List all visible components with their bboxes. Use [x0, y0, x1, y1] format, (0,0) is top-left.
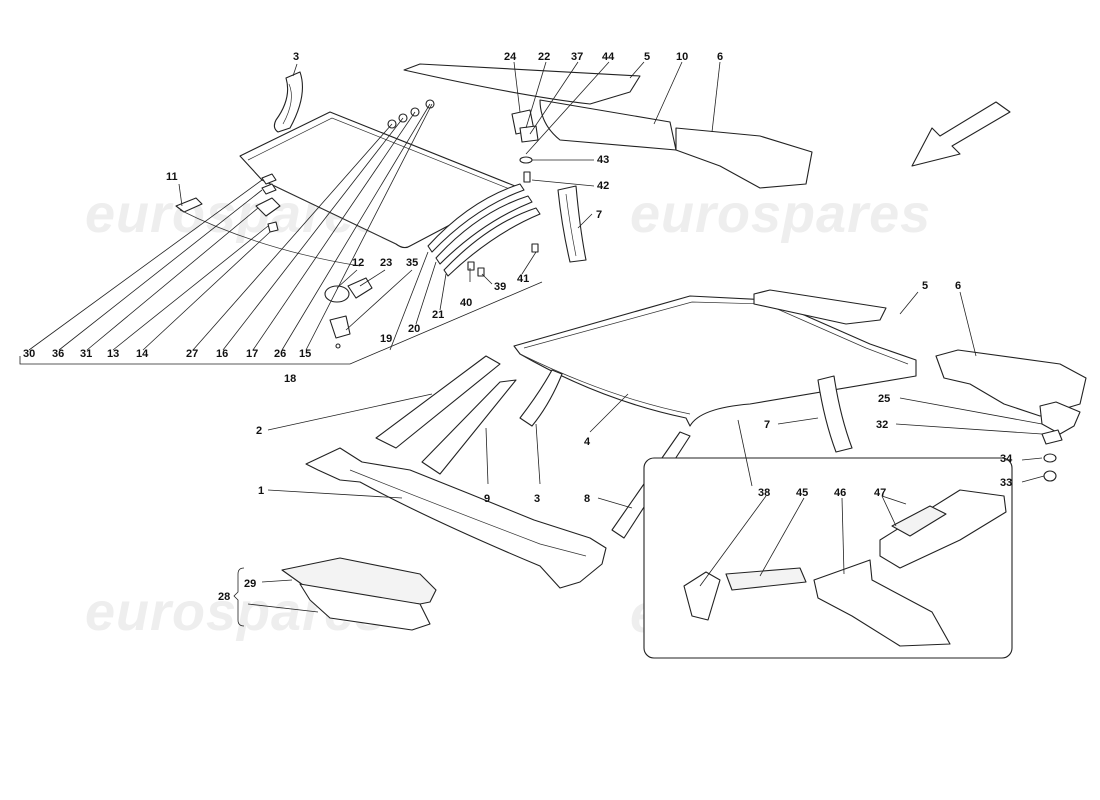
part-3-pillar-trim-main	[519, 369, 563, 427]
label-2: 2	[256, 425, 262, 437]
label-41: 41	[517, 273, 529, 285]
label-3a: 3	[293, 51, 299, 63]
part-31-bracket	[255, 197, 281, 217]
part-7-b-pillar-trim-top	[557, 185, 587, 263]
part-2-a-pillar-frame	[375, 355, 501, 449]
part-47-bracket	[879, 489, 1007, 569]
part-36-clip	[261, 183, 277, 195]
label-15: 15	[299, 348, 311, 360]
label-4: 4	[584, 436, 591, 448]
label-19: 19	[380, 333, 392, 345]
part-23-trim	[347, 277, 373, 299]
label-17: 17	[246, 348, 258, 360]
label-5a: 5	[644, 51, 650, 63]
label-26: 26	[274, 348, 286, 360]
label-37: 37	[571, 51, 583, 63]
label-46: 46	[834, 487, 846, 499]
label-39: 39	[494, 281, 506, 293]
label-30: 30	[23, 348, 35, 360]
group-28-brace	[233, 567, 245, 627]
part-20-seal	[435, 195, 533, 265]
label-25: 25	[878, 393, 890, 405]
part-38-bracket	[683, 571, 721, 621]
label-10: 10	[676, 51, 688, 63]
label-24: 24	[504, 51, 517, 63]
arrow-down-left-icon	[911, 101, 1011, 167]
label-14: 14	[136, 348, 149, 360]
part-6-trim-top	[675, 127, 813, 189]
part-35-screw	[335, 343, 341, 349]
label-7b: 7	[764, 419, 770, 431]
part-22-plate	[519, 125, 539, 143]
part-3-pillar-trim-top	[273, 71, 303, 133]
label-40: 40	[460, 297, 472, 309]
label-36: 36	[52, 348, 64, 360]
part-34-washer	[1043, 453, 1057, 463]
part-46-bracket	[813, 559, 951, 647]
part-33-nut	[1043, 470, 1057, 482]
label-12: 12	[352, 257, 364, 269]
part-10-trim-top	[539, 99, 677, 151]
part-32-pad	[1041, 429, 1063, 445]
label-45: 45	[796, 487, 808, 499]
part-1-windshield-frame	[305, 447, 607, 589]
label-27: 27	[186, 348, 198, 360]
part-42-screw	[523, 171, 531, 183]
label-32: 32	[876, 419, 888, 431]
detail-inset-frame	[643, 457, 1013, 659]
label-11: 11	[166, 171, 178, 183]
part-7-b-pillar-trim-main	[817, 375, 853, 453]
label-9: 9	[484, 493, 490, 505]
label-3b: 3	[534, 493, 540, 505]
label-21: 21	[432, 309, 444, 321]
label-35: 35	[406, 257, 418, 269]
part-40-screw	[467, 261, 475, 271]
label-7a: 7	[596, 209, 602, 221]
label-29: 29	[244, 578, 256, 590]
part-9-a-pillar-trim	[421, 379, 517, 475]
label-33: 33	[1000, 477, 1012, 489]
label-43: 43	[597, 154, 609, 166]
part-45-plate	[725, 567, 807, 591]
label-28: 28	[218, 591, 230, 603]
label-38: 38	[758, 487, 770, 499]
label-6a: 6	[717, 51, 723, 63]
label-1: 1	[258, 485, 264, 497]
callout-labels: 3 24 22 37 44 5 10 6 11 43 42 7 12 23 35…	[23, 51, 1013, 603]
label-5b: 5	[922, 280, 928, 292]
part-13-screw	[267, 221, 279, 233]
part-28-cover-set	[299, 583, 431, 631]
label-16: 16	[216, 348, 228, 360]
part-11-bracket	[175, 197, 361, 267]
watermark-top-right: eurospares	[630, 184, 931, 244]
label-42: 42	[597, 180, 609, 192]
label-22: 22	[538, 51, 550, 63]
label-13: 13	[107, 348, 119, 360]
part-43-washer	[519, 156, 533, 164]
group-18-bracket	[19, 281, 543, 365]
label-20: 20	[408, 323, 420, 335]
part-5-trim-main	[753, 289, 887, 325]
leader-lines-main	[247, 291, 1045, 613]
part-21-seal	[443, 207, 541, 277]
part-25-bracket	[1039, 401, 1081, 435]
part-41-screw	[531, 243, 539, 253]
part-15-bracket	[329, 315, 351, 339]
leader-lines-top-left	[28, 61, 721, 351]
label-23: 23	[380, 257, 392, 269]
label-31: 31	[80, 348, 92, 360]
part-19-seal	[427, 183, 525, 253]
label-18: 18	[284, 373, 296, 385]
label-8: 8	[584, 493, 590, 505]
label-47: 47	[874, 487, 886, 499]
label-34: 34	[1000, 453, 1013, 465]
label-44: 44	[602, 51, 615, 63]
part-5-trim-top	[403, 63, 641, 105]
part-30-clip	[261, 173, 277, 185]
part-12-cap	[324, 285, 350, 303]
label-6b: 6	[955, 280, 961, 292]
